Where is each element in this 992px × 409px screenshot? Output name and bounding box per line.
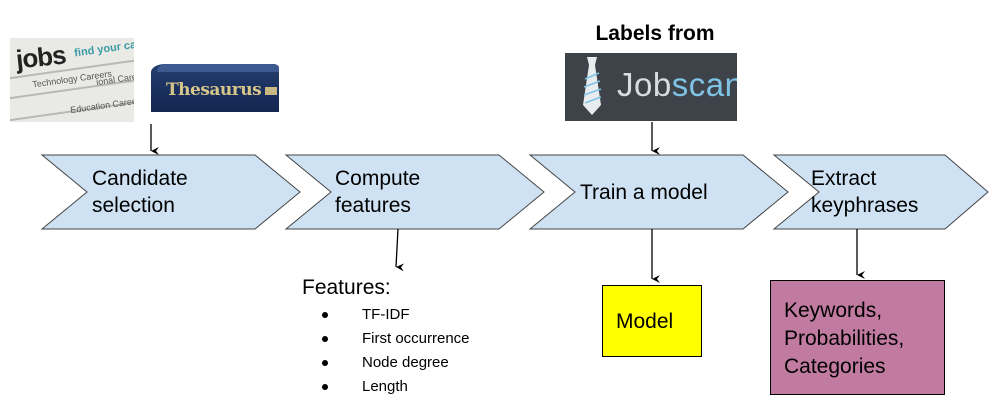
model-box: Model xyxy=(602,285,702,357)
jobscan-wordmark: Jobscan xyxy=(617,66,737,103)
step-label-candidate-selection: Candidate selection xyxy=(92,167,188,217)
model-label: Model xyxy=(616,310,674,333)
jobs-caption-education: Education Careers xyxy=(69,94,134,116)
step-chevron-extract-keyphrases xyxy=(772,154,989,230)
jobs-tagline: find your caree xyxy=(73,38,134,60)
necktie-icon xyxy=(583,57,602,115)
step-chevron-train-model xyxy=(528,154,789,230)
jobs-headline: jobs xyxy=(14,39,67,75)
list-item: Length xyxy=(318,375,470,399)
list-item: First occurrence xyxy=(318,327,470,351)
list-item: TF-IDF xyxy=(318,303,470,327)
output-line-categories: Categories xyxy=(784,355,886,378)
jobscan-logo: Jobscan xyxy=(565,53,737,121)
step-label-compute-features: Compute features xyxy=(335,167,421,217)
output-box: Keywords, Probabilities, Categories xyxy=(770,280,945,395)
arrow-compute-to-features xyxy=(395,228,405,272)
thesaurus-title: Thesaurus xyxy=(166,80,262,100)
list-item: Node degree xyxy=(318,351,470,375)
jobs-newspaper-image: jobs find your caree Technology Careers … xyxy=(10,38,134,122)
output-line-probabilities: Probabilities, xyxy=(784,327,905,350)
step-chevron-candidate-selection xyxy=(40,154,301,230)
features-list: TF-IDF First occurrence Node degree Leng… xyxy=(318,303,470,399)
step-chevron-compute-features xyxy=(284,154,545,230)
features-title: Features: xyxy=(302,276,391,299)
step-label-extract-keyphrases: Extract keyphrases xyxy=(811,167,919,217)
step-label-train-model: Train a model xyxy=(580,181,708,204)
output-line-keywords: Keywords, xyxy=(784,299,883,322)
thesaurus-book-image: Thesaurus xyxy=(151,64,279,112)
labels-from-heading: Labels from xyxy=(595,22,715,45)
